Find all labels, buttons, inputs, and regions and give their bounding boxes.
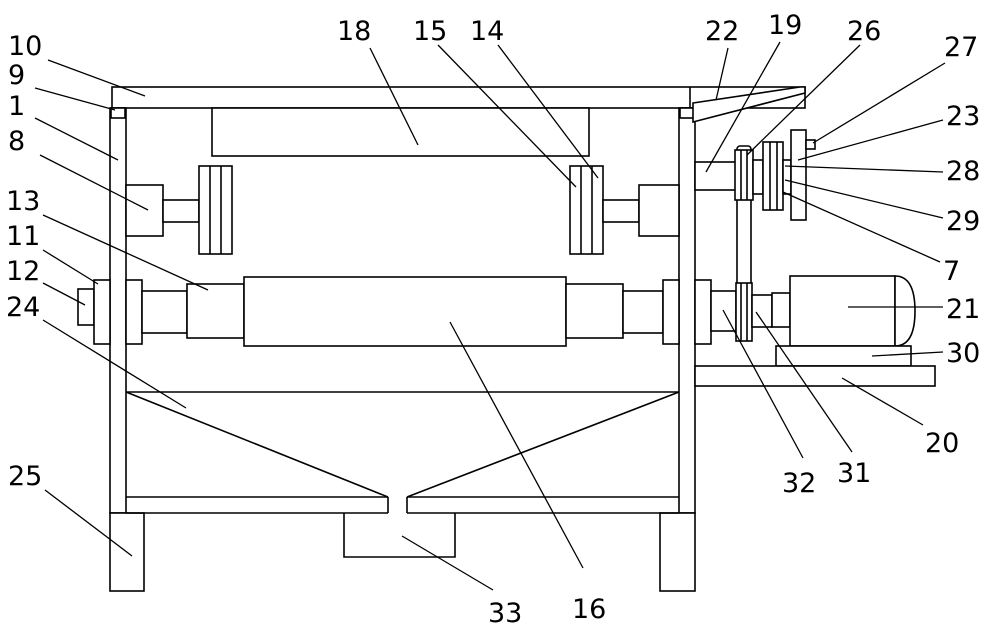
motor-base (775, 345, 912, 367)
motor-end-cap (894, 275, 916, 347)
lower-hub (751, 294, 773, 328)
left-end-nut (77, 288, 95, 326)
label-9: 9 (8, 60, 25, 91)
label-16: 16 (572, 594, 606, 625)
label-10: 10 (8, 31, 42, 62)
left-outer-bearing (93, 279, 111, 345)
main-roller (243, 276, 567, 347)
frame (109, 86, 806, 592)
left-shaft-lower (141, 290, 188, 334)
left-bearing-upper (125, 184, 164, 237)
upper-hub-b (782, 159, 792, 195)
gear-plate (762, 141, 784, 211)
left-post-cap (110, 107, 126, 119)
label-20: 20 (925, 428, 959, 459)
mounting-platform (694, 365, 936, 387)
right-hub-lower (565, 283, 624, 339)
right-leg (659, 512, 696, 592)
motor-coupling (771, 292, 791, 328)
label-1: 1 (8, 91, 25, 122)
label-32: 32 (782, 468, 816, 499)
feed-box (211, 107, 590, 157)
leader-lines (34, 41, 946, 591)
left-post (109, 107, 127, 514)
label-23: 23 (946, 101, 980, 132)
right-shaft-upper (602, 199, 640, 223)
right-shaft-lower (622, 290, 664, 334)
label-8: 8 (8, 126, 25, 157)
label-25: 25 (8, 461, 42, 492)
left-hub-lower (186, 283, 245, 339)
label-7: 7 (943, 256, 960, 287)
end-plate (790, 129, 807, 221)
right-post (678, 107, 696, 514)
left-shaft-upper (162, 199, 200, 223)
label-18: 18 (337, 16, 371, 47)
label-27: 27 (944, 32, 978, 63)
label-31: 31 (837, 458, 871, 489)
upper-hub-a (752, 159, 764, 195)
label-19: 19 (768, 10, 802, 41)
part-labels: 10 9 1 8 13 11 12 24 25 18 15 14 22 19 2… (6, 10, 980, 629)
left-inner-bearing (125, 279, 143, 345)
label-24: 24 (6, 292, 40, 323)
label-15: 15 (413, 16, 447, 47)
left-disc-upper (198, 165, 233, 255)
upper-pulley (734, 149, 754, 201)
label-30: 30 (946, 338, 980, 369)
right-disc-upper (569, 165, 604, 255)
label-29: 29 (946, 206, 980, 237)
right-bracket (692, 86, 806, 124)
label-21: 21 (946, 294, 980, 325)
drive-train (694, 129, 936, 387)
right-post-cap (679, 107, 695, 119)
motor (789, 275, 896, 347)
right-bearing-upper (638, 184, 680, 237)
label-26: 26 (847, 16, 881, 47)
lower-pulley (735, 282, 753, 342)
drive-shaft-upper (694, 161, 738, 191)
label-11: 11 (6, 221, 40, 252)
label-33: 33 (488, 598, 522, 629)
upper-roller-assembly (125, 161, 738, 255)
label-22: 22 (705, 16, 739, 47)
outlet (343, 513, 456, 558)
right-inner-bearing (662, 279, 680, 345)
label-28: 28 (946, 156, 980, 187)
right-outer-bearing (694, 279, 712, 345)
lower-roller-assembly (77, 276, 737, 347)
label-14: 14 (470, 16, 504, 47)
bolt-27 (805, 139, 816, 150)
label-13: 13 (6, 186, 40, 217)
label-12: 12 (6, 256, 40, 287)
